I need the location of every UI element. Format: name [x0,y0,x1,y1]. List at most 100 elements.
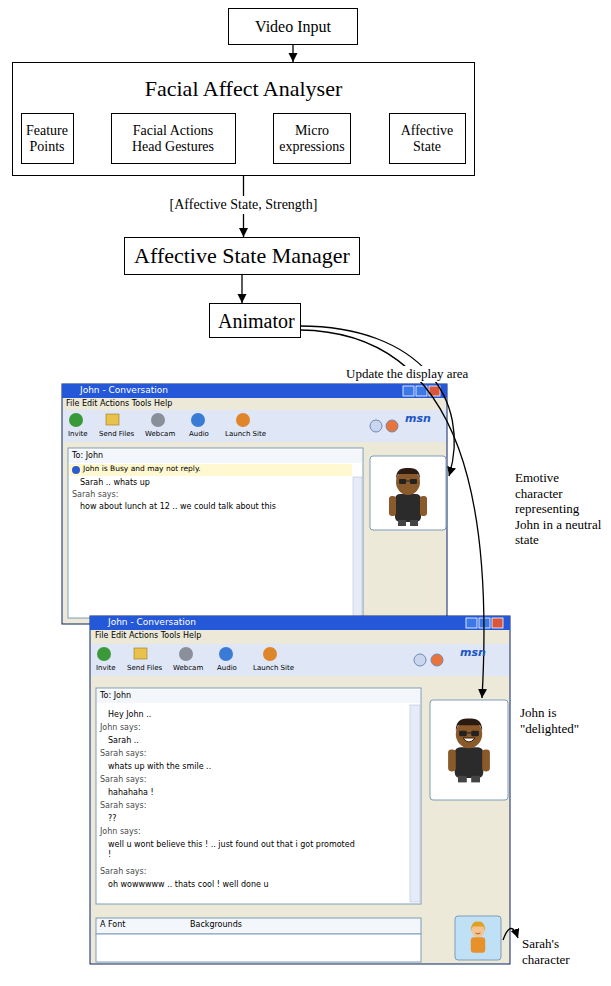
toolbar-label: Webcam [145,430,175,438]
sarah-character [471,922,485,953]
chat-window [410,705,420,902]
box-label: Affective State Manager [133,244,351,268]
sarah-character [476,933,481,935]
process-box: Affective State [389,113,466,164]
chat-line: Sarah says: [100,749,146,759]
chat-window [492,618,503,628]
chat-window [96,918,421,934]
menu-bar: File Edit Actions Tools Help [95,631,201,641]
chat-window [389,468,427,526]
chat-window [69,464,352,476]
chat-line: Hey John .. [108,710,151,720]
chat-window [386,420,398,432]
chat-window [370,420,382,432]
chat-window [403,386,414,396]
chat-window [263,647,277,661]
chat-window [68,448,363,618]
toolbar-label: Invite [96,664,116,672]
annotation: Update the display area [344,366,470,382]
annotation: Sarah's character [522,936,594,967]
window-title: John - Conversation [80,385,168,396]
toolbar-label: Audio [189,430,209,438]
chat-window [430,700,508,800]
chat-window [466,618,477,628]
chat-window [97,647,111,661]
chat-window [96,688,421,904]
toolbar-label: Audio [217,664,237,672]
box-label: Animator [218,310,292,332]
chat-window [91,644,509,676]
toolbar-label: Backgrounds [190,920,242,930]
chat-line: John says: [100,723,141,733]
update-arrow [300,330,484,698]
chat-window [353,477,362,617]
chat-line: hahahaha ! [108,788,154,798]
toolbar-label: Webcam [173,664,203,672]
box-label: Video Input [239,18,347,36]
chat-window [455,916,501,960]
chat-window [414,654,426,666]
process-box: Animator [209,303,301,338]
chat-line: ?? [108,814,117,824]
chat-window [62,384,447,624]
toolbar-label: A Font [100,920,125,930]
chat-window [63,410,446,442]
process-box: Affective State Manager [124,237,360,275]
box-label: Affective State [394,123,461,154]
chat-window [69,413,83,427]
chat-window [106,414,119,425]
update-arrow [300,326,454,476]
box-label: Micro expressions [278,123,346,154]
chat-window [90,616,510,964]
logo-text: msn [405,412,431,425]
annotation: Emotive character representing John in a… [515,470,605,548]
toolbar-label: Launch Site [225,430,266,438]
group-title: Facial Affect Analyser [19,77,468,101]
chat-line: well u wont believe this ! .. just found… [108,840,358,859]
box-label: Facial Actions Head Gestures [124,123,223,154]
chat-line: how about lunch at 12 .. we could talk a… [80,502,276,512]
annotation: John is "delighted" [520,705,606,736]
chat-line: Sarah .. whats up [80,478,150,488]
chat-window [448,719,490,783]
chat-line: Sarah says: [100,801,146,811]
window-title: John - Conversation [108,617,196,628]
process-box: Feature Points [21,113,74,164]
chat-window [69,450,362,463]
chat-line: whats up with the smile .. [108,762,211,772]
flow-arrow [241,275,242,303]
chat-line: Sarah says: [100,867,146,877]
chat-window [463,738,475,742]
chat-line: oh wowwwww .. thats cool ! well done u [108,880,269,890]
chat-line: Sarah says: [72,490,118,500]
chat-window [62,384,447,624]
box-label: Feature Points [25,123,70,154]
chat-window [370,456,446,530]
chat-window [90,616,510,630]
chat-window [62,384,447,398]
chat-window [431,654,443,666]
chat-window [151,413,165,427]
chat-window [90,616,510,964]
group-box: Facial Affect AnalyserFeature Points Faci… [12,62,475,176]
process-box: Facial Actions Head Gestures [111,113,236,164]
chat-window [97,690,420,703]
flow-arrow [292,45,293,62]
chat-window [179,647,193,661]
chat-window [219,647,233,661]
menu-bar: File Edit Actions Tools Help [66,399,172,409]
sarah-character [471,937,485,953]
sarah-character [471,922,485,932]
chat-window [134,648,147,659]
input-box: Video Input [228,8,358,45]
toolbar-label: Send Files [127,664,162,672]
toolbar-label: Send Files [99,430,134,438]
chat-window [72,466,80,474]
toolbar-label: Launch Site [253,664,294,672]
chat-window [236,413,250,427]
chat-header: To: John [72,451,103,461]
chat-header: To: John [100,691,131,701]
edge-label: [Affective State, Strength] [167,196,321,214]
logo-text: msn [460,646,486,659]
